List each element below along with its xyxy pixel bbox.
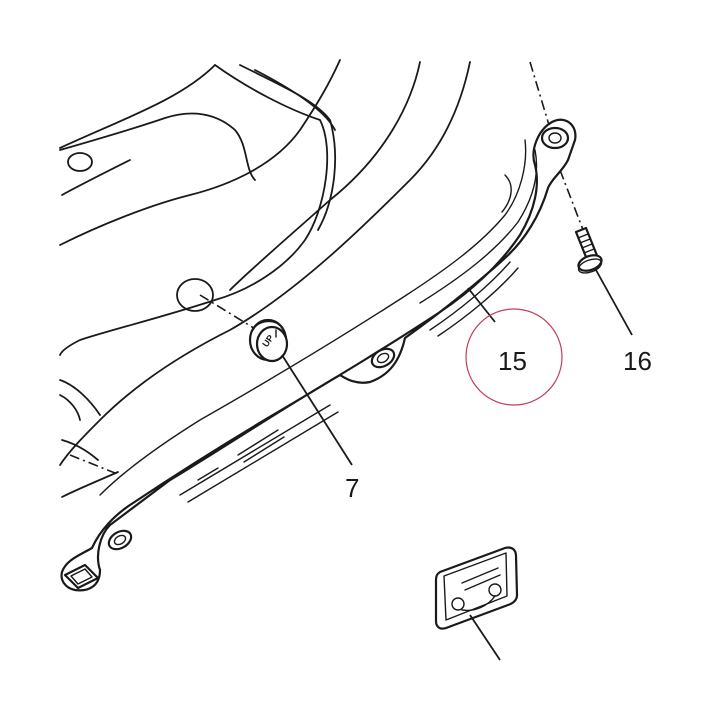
grommet-part-7: UP bbox=[248, 318, 289, 363]
side-rail-part-15 bbox=[60, 118, 577, 592]
callout-15: 15 bbox=[498, 346, 527, 376]
screw-part-16 bbox=[574, 226, 603, 274]
body-panel-outline bbox=[59, 59, 471, 498]
callout-16: 16 bbox=[623, 346, 652, 376]
callout-7: 7 bbox=[345, 473, 359, 503]
leader-lines bbox=[281, 269, 633, 661]
label-plate bbox=[434, 546, 519, 630]
callout-15-highlight bbox=[465, 308, 563, 406]
